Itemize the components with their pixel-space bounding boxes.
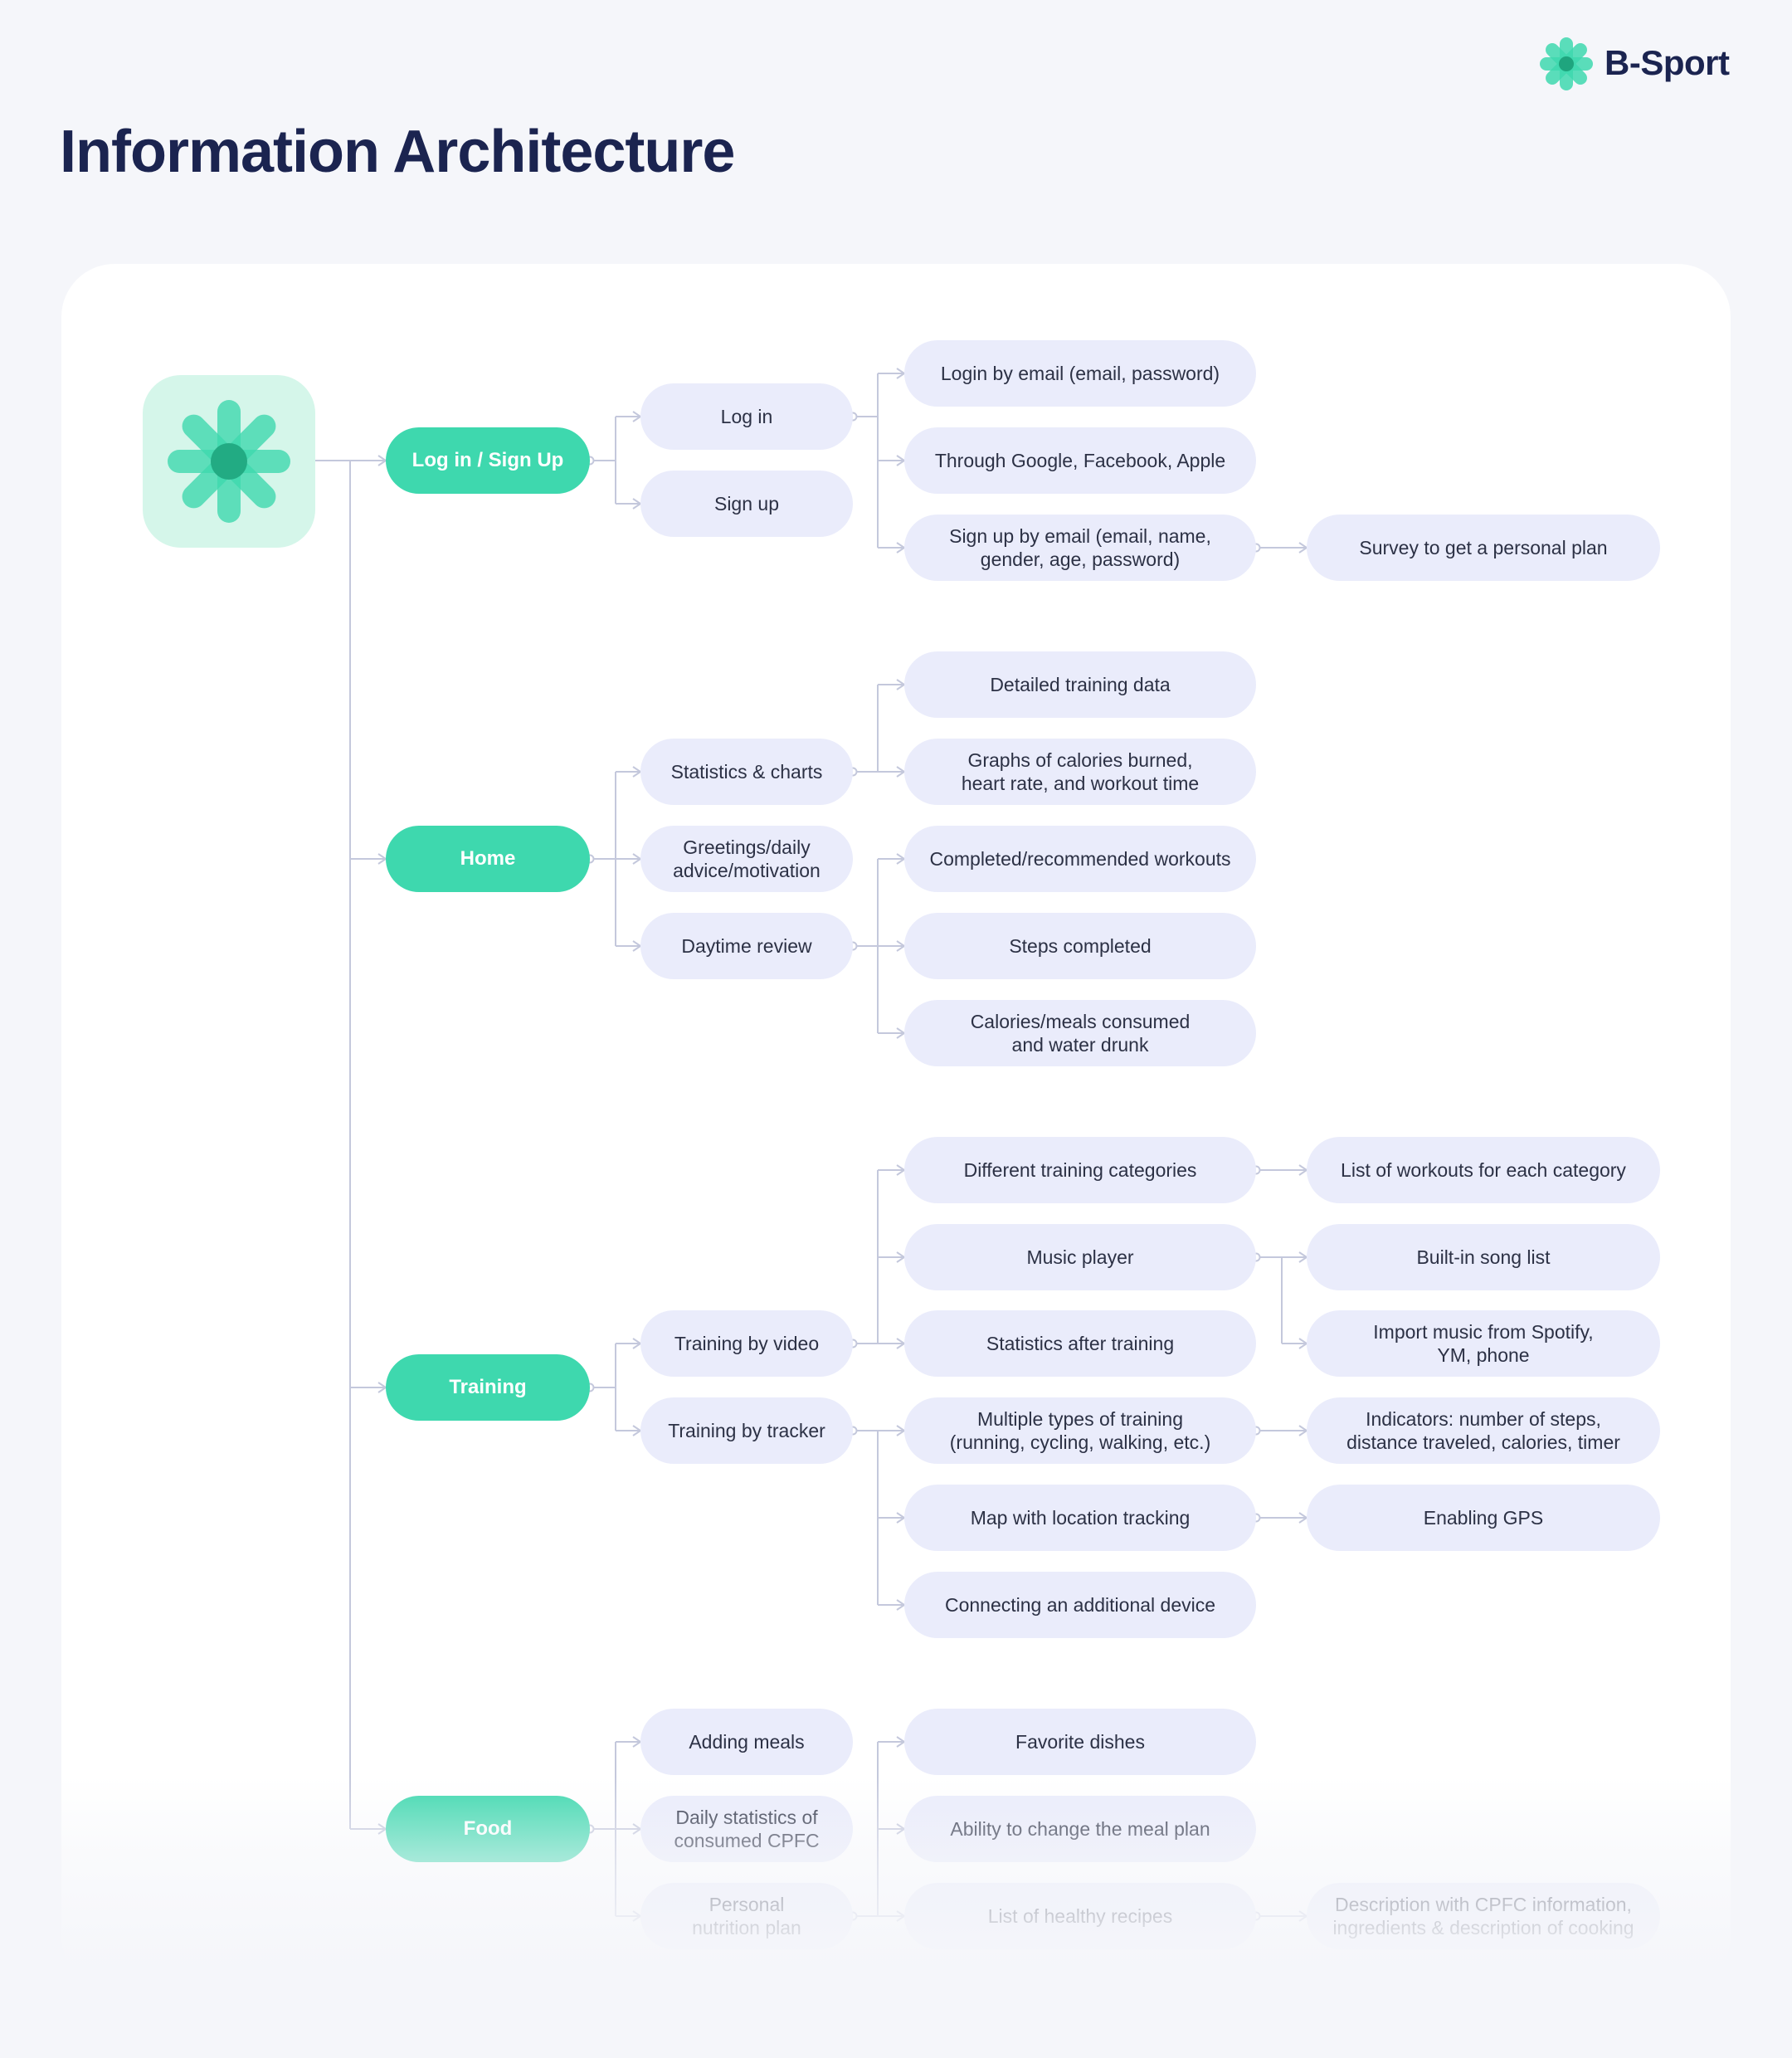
subdetail-training-tracker-1-0: Enabling GPS bbox=[1307, 1485, 1660, 1551]
section-training: Training bbox=[386, 1354, 590, 1421]
brand-name: B-Sport bbox=[1605, 43, 1730, 82]
detail-log-in-2: Sign up by email (email, name, gender, a… bbox=[904, 514, 1256, 581]
section-food: Food bbox=[386, 1796, 590, 1862]
item-log-in: Log in bbox=[640, 383, 853, 450]
app-icon bbox=[143, 375, 315, 548]
subdetail-log-in-2-0: Survey to get a personal plan bbox=[1307, 514, 1660, 581]
section-home: Home bbox=[386, 826, 590, 892]
brand-logo: B-Sport bbox=[1538, 35, 1730, 93]
detail-training-video-1: Music player bbox=[904, 1224, 1256, 1290]
detail-daytime-review-0: Completed/recommended workouts bbox=[904, 826, 1256, 892]
item-sign-up: Sign up bbox=[640, 471, 853, 537]
detail-training-video-0: Different training categories bbox=[904, 1137, 1256, 1203]
detail-training-tracker-1: Map with location tracking bbox=[904, 1485, 1256, 1551]
detail-statistics-charts-1: Graphs of calories burned, heart rate, a… bbox=[904, 739, 1256, 805]
subdetail-training-video-1-1: Import music from Spotify, YM, phone bbox=[1307, 1310, 1660, 1377]
detail-statistics-charts-0: Detailed training data bbox=[904, 651, 1256, 718]
item-daily-cpfc: Daily statistics of consumed CPFC bbox=[640, 1796, 853, 1862]
subdetail-training-video-1-0: Built-in song list bbox=[1307, 1224, 1660, 1290]
detail-log-in-1: Through Google, Facebook, Apple bbox=[904, 427, 1256, 494]
item-nutrition-plan: Personal nutrition plan bbox=[640, 1883, 853, 1949]
subdetail-training-video-0-0: List of workouts for each category bbox=[1307, 1137, 1660, 1203]
brand-flower-icon bbox=[1540, 37, 1593, 90]
subdetail-nutrition-plan-2-0: Description with CPFC information, ingre… bbox=[1307, 1883, 1660, 1949]
detail-nutrition-plan-2: List of healthy recipes bbox=[904, 1883, 1256, 1949]
subdetail-training-tracker-0-0: Indicators: number of steps, distance tr… bbox=[1307, 1397, 1660, 1464]
item-adding-meals: Adding meals bbox=[640, 1709, 853, 1775]
item-greetings: Greetings/daily advice/motivation bbox=[640, 826, 853, 892]
detail-training-video-2: Statistics after training bbox=[904, 1310, 1256, 1377]
detail-daytime-review-2: Calories/meals consumed and water drunk bbox=[904, 1000, 1256, 1066]
asterisk-flower-icon bbox=[168, 400, 290, 523]
item-daytime-review: Daytime review bbox=[640, 913, 853, 979]
section-login: Log in / Sign Up bbox=[386, 427, 590, 494]
detail-training-tracker-0: Multiple types of training (running, cyc… bbox=[904, 1397, 1256, 1464]
detail-nutrition-plan-0: Favorite dishes bbox=[904, 1709, 1256, 1775]
detail-nutrition-plan-1: Ability to change the meal plan bbox=[904, 1796, 1256, 1862]
detail-training-tracker-2: Connecting an additional device bbox=[904, 1572, 1256, 1638]
item-statistics-charts: Statistics & charts bbox=[640, 739, 853, 805]
item-training-video: Training by video bbox=[640, 1310, 853, 1377]
detail-log-in-0: Login by email (email, password) bbox=[904, 340, 1256, 407]
detail-daytime-review-1: Steps completed bbox=[904, 913, 1256, 979]
page-title: Information Architecture bbox=[60, 119, 735, 185]
item-training-tracker: Training by tracker bbox=[640, 1397, 853, 1464]
